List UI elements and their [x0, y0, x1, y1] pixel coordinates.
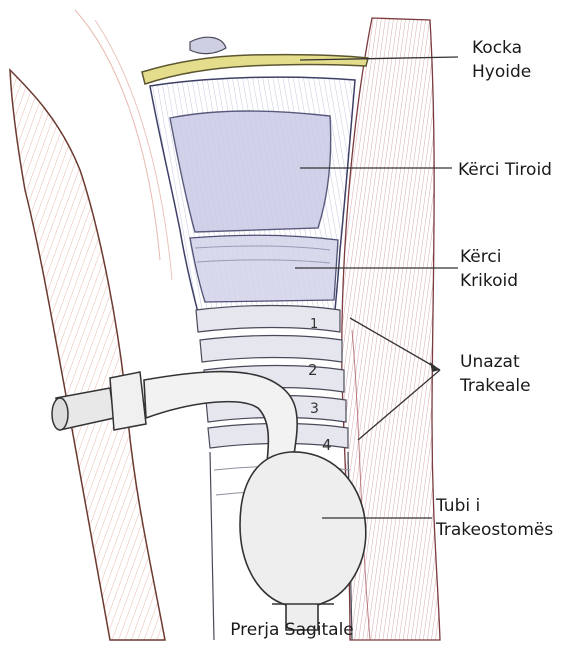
label-hyoid-line2: Hyoide — [472, 60, 531, 84]
label-cricoid-line2: Krikoid — [460, 269, 518, 293]
label-tracheal-rings: Unazat Trakeale — [460, 350, 531, 398]
label-thyroid-cartilage: Kërci Tiroid — [458, 158, 552, 182]
thyroid-cartilage — [170, 111, 331, 232]
diagram-caption: Prerja Sagitale — [0, 620, 584, 640]
label-rings-line1: Unazat — [460, 350, 531, 374]
label-hyoid-line1: Kocka — [472, 36, 531, 60]
label-cricoid-line1: Kërci — [460, 245, 518, 269]
label-tube-line1: Tubi i — [436, 494, 553, 518]
label-tube-line2: Trakeostomës — [436, 518, 553, 542]
label-cricoid-cartilage: Kërci Krikoid — [460, 245, 518, 293]
label-rings-line2: Trakeale — [460, 374, 531, 398]
tracheal-ring — [200, 336, 342, 363]
neck-skin-outline — [10, 70, 165, 640]
label-tracheostomy-tube: Tubi i Trakeostomës — [436, 494, 553, 542]
label-hyoid-bone: Kocka Hyoide — [472, 36, 531, 84]
ring-number: 1 — [310, 317, 318, 332]
ring-number: 2 — [308, 361, 318, 379]
tracheal-ring — [196, 306, 340, 333]
ring-number: 4 — [322, 436, 332, 454]
ring-number: 3 — [310, 401, 319, 417]
tube-cuff — [240, 452, 366, 630]
label-thyroid-text: Kërci Tiroid — [458, 158, 552, 182]
